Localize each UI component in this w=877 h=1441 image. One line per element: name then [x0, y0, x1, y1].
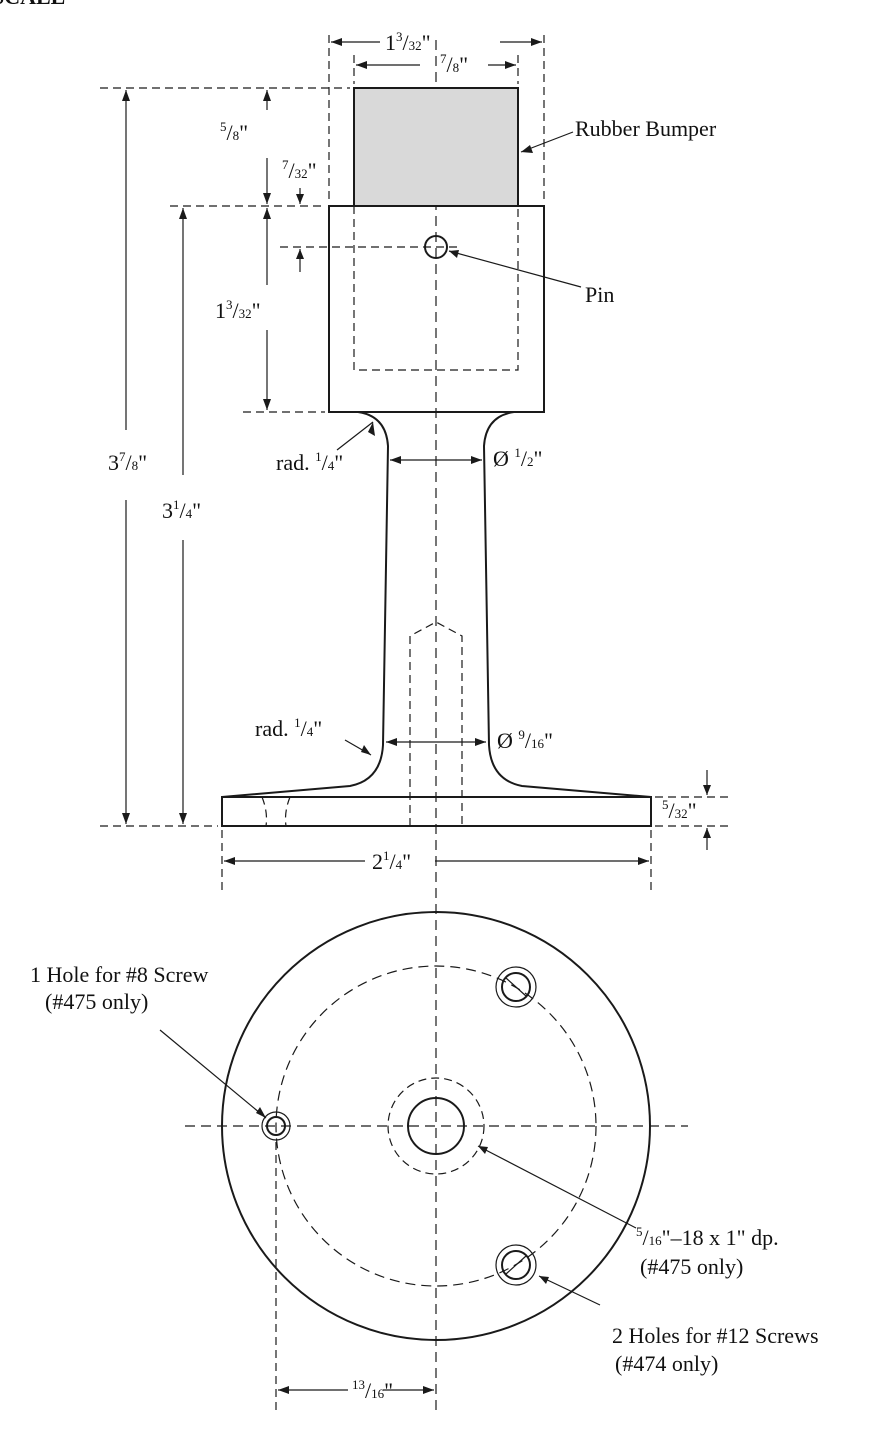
callout-hole8-line2: (#475 only)	[45, 989, 148, 1014]
dim-top-radius: rad. 1/4"	[276, 449, 343, 475]
hole-8-screw-countersink	[261, 1111, 291, 1141]
dim-base-width: 21/4"	[372, 848, 411, 874]
dim-overall-width: 13/32"	[385, 29, 431, 55]
hole-center-tick-upper	[505, 977, 527, 997]
dim-base-thickness: 5/32"	[662, 797, 697, 823]
dim-bottom-diameter: Ø 9/16"	[497, 727, 553, 753]
dim-total-height: 37/8"	[108, 449, 147, 475]
dim-bumper-height: 5/8"	[220, 119, 248, 145]
bottom-view: 1 Hole for #8 Screw (#475 only) 5/16"–18…	[30, 911, 819, 1415]
hidden-counterbore	[261, 796, 291, 827]
hole-12-screw-upper-cbore	[495, 966, 537, 1008]
hidden-socket	[353, 206, 519, 371]
stem-outline-right	[482, 411, 652, 798]
dim-top-diameter: Ø 1/2"	[493, 445, 543, 471]
base-plate	[221, 796, 652, 827]
hole-12-screw-lower-cbore	[495, 1244, 537, 1286]
hidden-tapped-hole	[409, 621, 463, 826]
dim-body-height: 31/4"	[162, 497, 201, 523]
callout-tap-line1: 5/16"–18 x 1" dp.	[636, 1224, 779, 1250]
bolt-circle	[275, 965, 597, 1287]
hole-center-tick-lower	[505, 1255, 527, 1275]
callout-pin: Pin	[585, 282, 614, 307]
arrowheads	[122, 38, 711, 865]
cut-title: SCALE	[0, 0, 65, 9]
bottom-arrowheads	[256, 1107, 549, 1394]
stem-outline-left	[221, 411, 390, 798]
callout-holes12-line2: (#474 only)	[615, 1351, 718, 1376]
hole-12-screw-upper	[501, 972, 531, 1002]
callout-hole8-line1: 1 Hole for #8 Screw	[30, 962, 209, 987]
dim-bumper-width: 7/8"	[440, 51, 468, 77]
dim-pin-offset: 7/32"	[282, 157, 317, 183]
center-hole-thread-circle	[387, 1077, 485, 1175]
dim-hole-offset: 13/16"	[352, 1377, 393, 1403]
side-view: 13/32" 7/8" 5/8" 7/32" 13/32" 37/8" 31/4…	[100, 29, 730, 1415]
hole-12-screw-lower	[501, 1250, 531, 1280]
top-block	[328, 205, 545, 413]
callout-tap-line2: (#475 only)	[640, 1254, 743, 1279]
callout-rubber-bumper: Rubber Bumper	[575, 116, 717, 141]
dim-bottom-radius: rad. 1/4"	[255, 715, 322, 741]
hole-8-screw	[266, 1116, 286, 1136]
rubber-bumper	[353, 87, 519, 207]
center-tapped-hole	[407, 1097, 465, 1155]
bottom-leaders	[159, 1029, 637, 1391]
dim-socket-depth: 13/32"	[215, 297, 261, 323]
callout-holes12-line1: 2 Holes for #12 Screws	[612, 1323, 819, 1348]
